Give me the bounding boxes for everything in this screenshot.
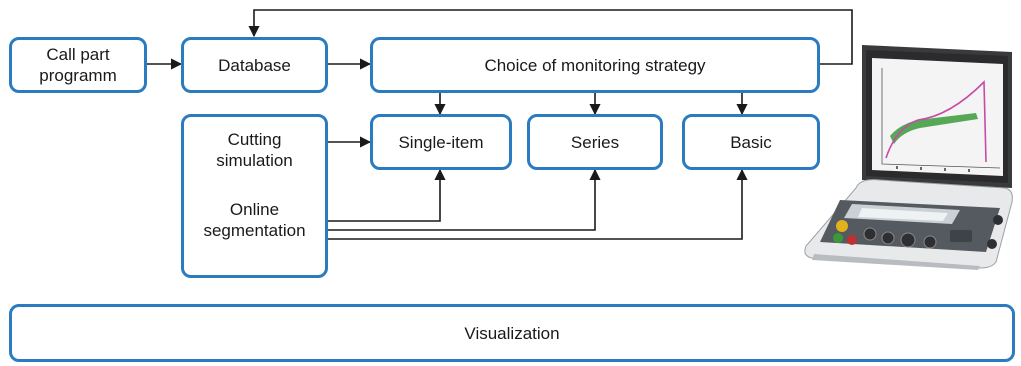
visualization-box: Visualization bbox=[9, 304, 1015, 362]
simulation-segmentation-box bbox=[181, 114, 328, 278]
arrow-online-to-basic bbox=[328, 168, 748, 240]
basic-label: Basic bbox=[730, 132, 772, 152]
database-box: Database bbox=[181, 37, 328, 93]
call-part-program-box: Call part programm bbox=[9, 37, 147, 93]
cutting-simulation-label: Cutting simulation bbox=[216, 130, 293, 170]
arrow-choice-feedback-to-database bbox=[248, 9, 853, 65]
series-label: Series bbox=[570, 132, 620, 152]
call-part-program-label: Call part programm bbox=[39, 45, 117, 85]
monitoring-strategy-label: Choice of monitoring strategy bbox=[484, 55, 706, 75]
online-segmentation-label: Online segmentation bbox=[203, 200, 306, 240]
arrow-online-to-single-item bbox=[328, 168, 446, 222]
database-label: Database bbox=[218, 55, 291, 75]
single-item-box: Single-item bbox=[370, 114, 512, 170]
series-box: Series bbox=[527, 114, 663, 170]
single-item-label: Single-item bbox=[398, 132, 484, 152]
cnc-control-panel-icon bbox=[804, 45, 1013, 270]
monitoring-strategy-box: Choice of monitoring strategy bbox=[370, 37, 820, 93]
arrow-online-to-series bbox=[328, 168, 601, 231]
basic-box: Basic bbox=[682, 114, 820, 170]
visualization-label: Visualization bbox=[464, 323, 560, 343]
